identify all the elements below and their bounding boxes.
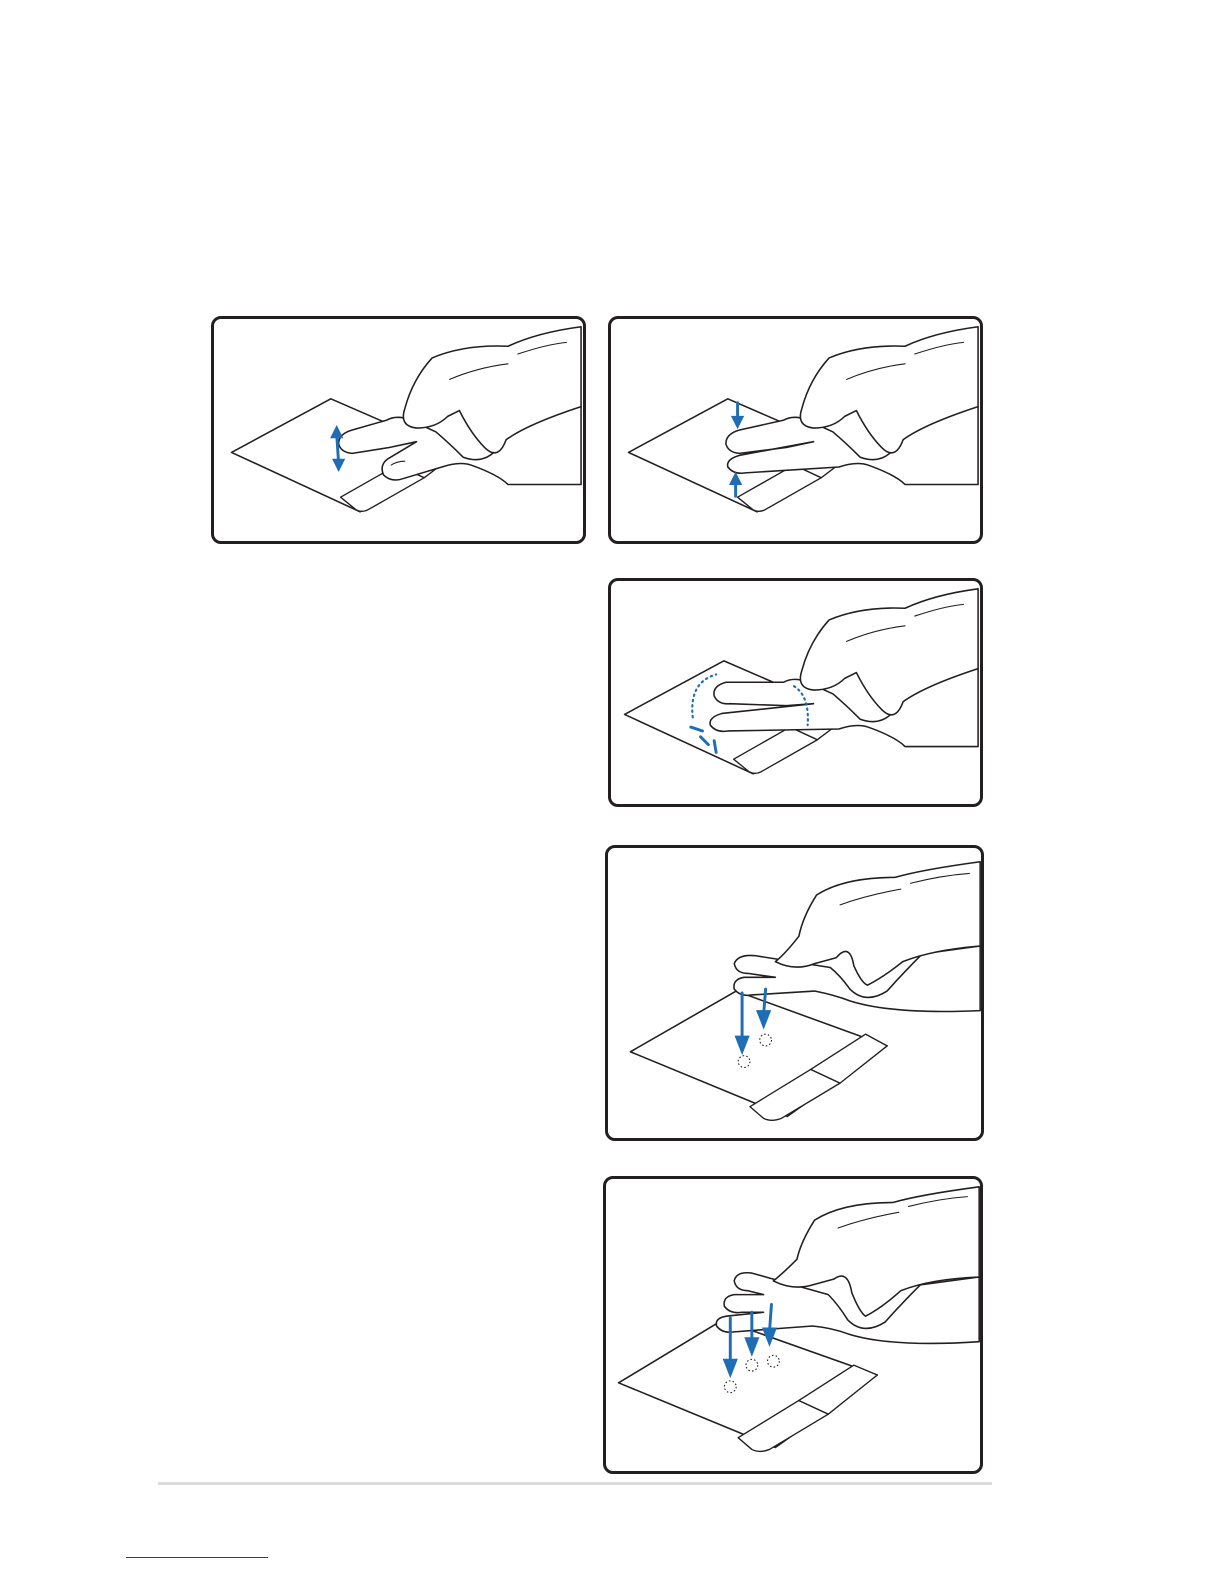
two-finger-pinch-zoom-gesture-icon — [611, 319, 980, 541]
pinch-zoom-illustration — [608, 316, 983, 544]
footer-link-underline — [126, 1557, 268, 1558]
two-finger-tap-gesture-icon — [608, 848, 981, 1138]
three-finger-tap-gesture-icon — [606, 1179, 980, 1471]
two-finger-scroll-illustration — [211, 316, 586, 544]
footer-divider — [158, 1482, 992, 1485]
rotate-illustration — [608, 578, 983, 807]
two-finger-vertical-scroll-gesture-icon — [214, 319, 583, 541]
two-finger-tap-illustration — [605, 845, 984, 1141]
three-finger-tap-illustration — [603, 1176, 983, 1474]
two-finger-rotate-gesture-icon — [611, 581, 980, 804]
